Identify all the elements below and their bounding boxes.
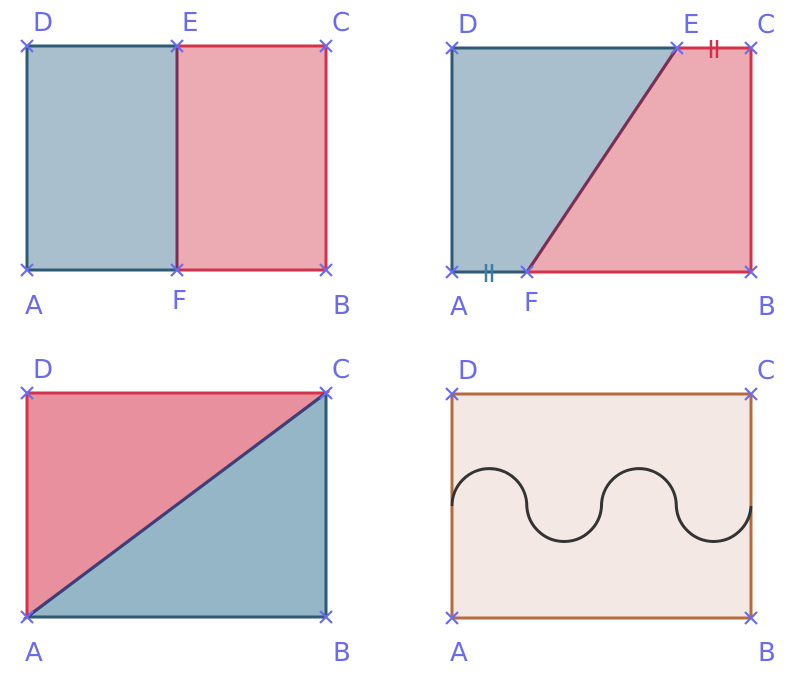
p1-label-C: C <box>332 8 350 38</box>
p2-tick-marks-af <box>484 264 494 282</box>
p3-label-A: A <box>25 638 43 668</box>
p3-label-C: C <box>332 355 350 385</box>
p1-label-B: B <box>333 291 351 321</box>
p4-label-A: A <box>450 638 468 668</box>
p2-tick-marks-ec <box>709 40 719 58</box>
p4-wavy-curve <box>450 467 753 543</box>
p2-point-C <box>744 41 758 55</box>
p2-label-F: F <box>524 288 539 318</box>
p2-point-F <box>520 265 534 279</box>
p2-label-B: B <box>758 292 776 322</box>
panel-1: D E C A F B <box>20 8 351 321</box>
p4-point-C <box>744 387 758 401</box>
p2-segment-ef <box>525 47 679 273</box>
p4-point-A <box>445 611 459 625</box>
p3-point-B <box>319 610 333 624</box>
panel-3: D C A B <box>20 355 351 668</box>
p2-label-E: E <box>683 10 699 40</box>
p1-point-A <box>20 263 34 277</box>
p2-label-C: C <box>757 10 775 40</box>
p3-point-C <box>319 386 333 400</box>
p3-point-D <box>20 386 34 400</box>
panel-4: D C A B <box>445 356 776 668</box>
panel-2: D E C A F B <box>445 10 776 322</box>
p1-point-E <box>170 39 184 53</box>
p1-label-D: D <box>33 8 53 38</box>
p2-point-A <box>445 265 459 279</box>
p3-label-B: B <box>333 638 351 668</box>
p1-point-F <box>170 263 184 277</box>
p4-point-B <box>744 611 758 625</box>
p1-label-F: F <box>172 286 187 316</box>
p2-label-D: D <box>458 10 478 40</box>
p1-point-D <box>20 39 34 53</box>
p1-label-E: E <box>182 8 198 38</box>
p4-label-B: B <box>758 638 776 668</box>
p3-diagonal-ac <box>26 391 327 619</box>
p1-right-region <box>175 44 328 272</box>
p1-label-A: A <box>25 291 43 321</box>
p4-point-D <box>445 387 459 401</box>
p2-point-D <box>445 41 459 55</box>
p1-point-B <box>319 263 333 277</box>
p2-point-B <box>744 265 758 279</box>
p2-point-E <box>670 41 684 55</box>
p3-label-D: D <box>33 355 53 385</box>
p1-left-region <box>25 44 179 272</box>
p4-label-D: D <box>458 356 478 386</box>
p4-label-C: C <box>757 356 775 386</box>
p1-point-C <box>319 39 333 53</box>
p3-point-A <box>20 610 34 624</box>
p2-label-A: A <box>450 292 468 322</box>
